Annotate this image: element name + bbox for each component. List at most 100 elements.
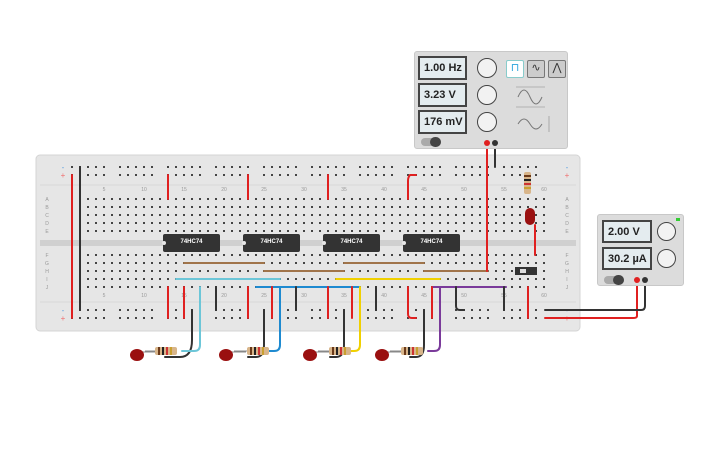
- power-switch[interactable]: [421, 137, 441, 147]
- resistor-band: [262, 347, 264, 355]
- chip-notch: [322, 241, 326, 245]
- resistor-band: [170, 347, 172, 355]
- resistor-band: [340, 347, 342, 355]
- chip-74hc74: [323, 234, 380, 252]
- column-label: 30: [301, 293, 307, 299]
- resistor-band: [524, 175, 531, 177]
- column-label: 30: [301, 187, 307, 193]
- resistor-band: [412, 347, 414, 355]
- chip-label: 74HC74: [340, 239, 363, 245]
- resistor-band: [524, 187, 531, 189]
- row-label: F: [45, 253, 48, 259]
- column-label: 50: [461, 293, 467, 299]
- row-label: I: [566, 277, 567, 283]
- resistor-band: [416, 347, 418, 355]
- wire-cyan: [181, 286, 201, 352]
- column-label: 35: [341, 293, 347, 299]
- resistor-band: [254, 347, 256, 355]
- chip-notch: [162, 241, 166, 245]
- rail-label: +: [61, 171, 66, 180]
- power-supply[interactable]: 2.00 V 30.2 µA: [597, 214, 684, 286]
- resistor-band: [408, 347, 410, 355]
- row-label: A: [565, 197, 569, 203]
- column-label: 35: [341, 187, 347, 193]
- column-label: 15: [181, 187, 187, 193]
- row-label: B: [45, 205, 49, 211]
- resistor-band: [332, 347, 334, 355]
- chip-label: 74HC74: [260, 239, 283, 245]
- wire-blue: [264, 286, 281, 352]
- resistor-band: [158, 347, 160, 355]
- row-label: C: [565, 213, 569, 219]
- chip-notch: [242, 241, 246, 245]
- power-led: [676, 218, 680, 221]
- resistor-band: [524, 183, 531, 185]
- rail-label: -: [62, 163, 65, 172]
- wire-yellow: [347, 286, 361, 352]
- chip-74hc74: [163, 234, 220, 252]
- row-label: J: [566, 285, 569, 291]
- wire-black: [544, 279, 646, 311]
- column-label: 5: [103, 187, 106, 193]
- frequency-knob[interactable]: [477, 58, 497, 78]
- chip-label: 74HC74: [180, 239, 203, 245]
- wire-red: [407, 286, 417, 319]
- function-generator[interactable]: 1.00 Hz 3.23 V 176 mV ⊓ ∿ ⋀: [414, 51, 568, 149]
- wire-black: [164, 309, 193, 358]
- sine-wave-button[interactable]: ∿: [527, 60, 545, 78]
- row-label: E: [45, 229, 49, 235]
- resistor-band: [524, 179, 531, 181]
- led: [525, 208, 535, 225]
- column-label: 10: [141, 293, 147, 299]
- column-label: 50: [461, 187, 467, 193]
- row-label: E: [565, 229, 569, 235]
- row-label: F: [565, 253, 568, 259]
- rail-label: -: [566, 163, 569, 172]
- column-label: 45: [421, 293, 427, 299]
- wire-red: [407, 174, 417, 200]
- resistor-band: [258, 347, 260, 355]
- row-label: C: [45, 213, 49, 219]
- column-label: 60: [541, 293, 547, 299]
- amplitude-display: 3.23 V: [418, 83, 467, 107]
- column-label: 5: [103, 293, 106, 299]
- led: [219, 349, 233, 361]
- column-label: 25: [261, 187, 267, 193]
- row-label: G: [565, 261, 569, 267]
- row-label: I: [46, 277, 47, 283]
- power-switch[interactable]: [604, 275, 624, 285]
- resistor-band: [162, 347, 164, 355]
- resistor-band: [336, 347, 338, 355]
- current-display: 30.2 µA: [602, 247, 652, 270]
- wire-purple: [427, 286, 441, 352]
- voltage-display: 2.00 V: [602, 220, 652, 243]
- current-knob[interactable]: [657, 249, 676, 268]
- led: [303, 349, 317, 361]
- resistor-band: [166, 347, 168, 355]
- row-label: J: [46, 285, 49, 291]
- rail-label: +: [565, 171, 570, 180]
- column-label: 40: [381, 187, 387, 193]
- column-label: 40: [381, 293, 387, 299]
- chip-label: 74HC74: [420, 239, 443, 245]
- led: [375, 349, 389, 361]
- offset-knob[interactable]: [477, 112, 497, 132]
- voltage-knob[interactable]: [657, 222, 676, 241]
- waveform-icons: [516, 86, 550, 132]
- column-label: 25: [261, 293, 267, 299]
- wire-black: [455, 286, 465, 311]
- resistor-band: [250, 347, 252, 355]
- column-label: 60: [541, 187, 547, 193]
- rail-label: +: [61, 314, 66, 323]
- square-wave-button[interactable]: ⊓: [506, 60, 524, 78]
- slide-switch-knob: [520, 269, 526, 273]
- row-label: A: [45, 197, 49, 203]
- row-label: D: [565, 221, 569, 227]
- row-label: H: [45, 269, 49, 275]
- frequency-display: 1.00 Hz: [418, 56, 467, 80]
- offset-display: 176 mV: [418, 110, 467, 134]
- wire-red: [544, 279, 638, 319]
- amplitude-knob[interactable]: [477, 85, 497, 105]
- triangle-wave-button[interactable]: ⋀: [548, 60, 566, 78]
